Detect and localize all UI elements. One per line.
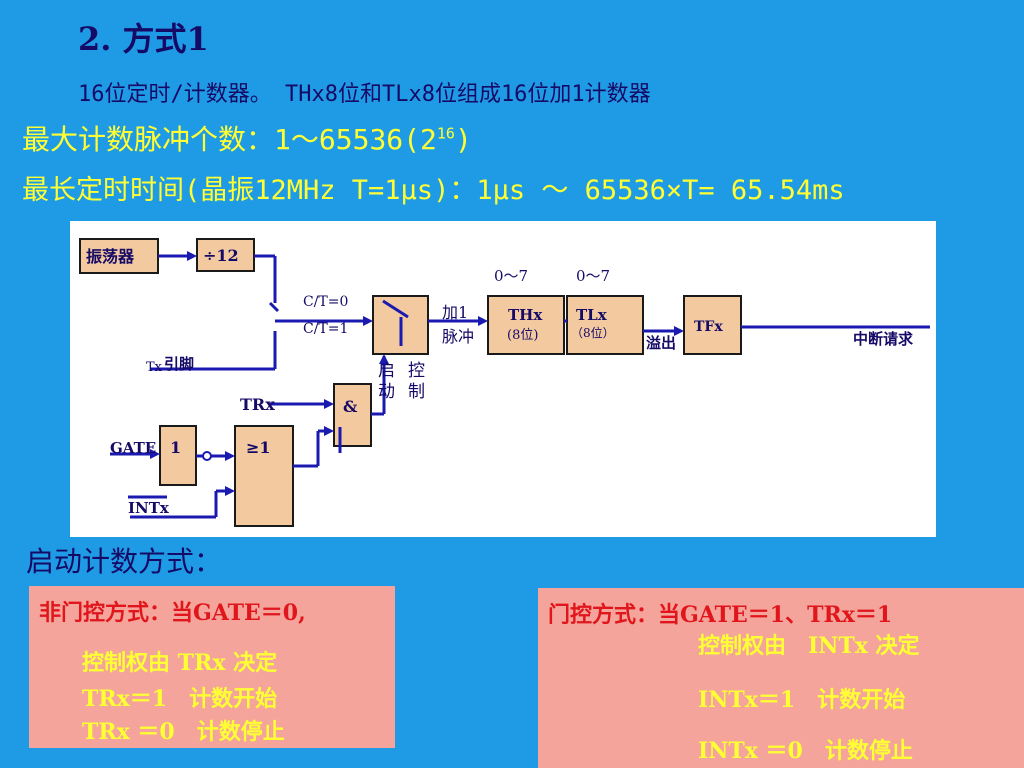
gate-line-stop: INTx ＝0 计数停止 <box>698 738 913 764</box>
start-control-arrow <box>379 354 389 364</box>
gate-mode-box: 门控方式：当GATE＝1、TRx＝1 控制权由 INTx 决定 INTx＝1 计… <box>538 588 1024 768</box>
not-gate-bubble <box>202 451 212 461</box>
max-count-exponent: 16 <box>436 124 455 143</box>
not-to-or-arrow <box>225 451 235 461</box>
non-gate-line-stop: TRx ＝0 计数停止 <box>82 719 285 745</box>
trx-label: TRx <box>240 395 275 414</box>
tx-pin-suffix: 引脚 <box>164 355 194 373</box>
gate-mode-title: 门控方式：当GATE＝1、TRx＝1 <box>548 602 893 628</box>
thx-register <box>487 295 565 355</box>
gate-line-control: 控制权由 INTx 决定 <box>698 633 920 659</box>
start-label-2: 动 <box>378 382 395 402</box>
non-gate-line-start: TRx＝1 计数开始 <box>82 686 278 712</box>
ct0-label: C/T=0 <box>303 294 348 310</box>
or-gate-symbol: ≥1 <box>246 438 271 457</box>
interrupt-request-label: 中断请求 <box>853 330 914 348</box>
switch-output-arrow <box>363 316 373 326</box>
divider-input-arrow <box>187 251 197 261</box>
max-count-value: 1～65536(2 <box>274 123 437 156</box>
max-count-label: 最大计数脉冲个数： <box>22 123 275 156</box>
switch-contact <box>268 301 280 313</box>
not-gate-symbol: 1 <box>170 438 181 457</box>
slide-title: 2. 方式1 <box>78 20 209 58</box>
or-gate <box>234 425 294 527</box>
divider-label: ÷12 <box>203 246 239 265</box>
tlx-bits-label: （8位） <box>571 325 615 340</box>
divider-block <box>196 238 255 272</box>
start-mode-heading: 启动计数方式： <box>26 545 223 578</box>
oscillator-label: 振荡器 <box>86 247 135 266</box>
tfx-flag-block <box>683 295 742 355</box>
ct1-label: C/T=1 <box>303 321 348 337</box>
gate-input-arrow <box>150 449 160 459</box>
thx-range-label: 0～7 <box>494 267 528 285</box>
non-gate-mode-box: 非门控方式：当GATE＝0, 控制权由 TRx 决定 TRx＝1 计数开始 TR… <box>29 586 395 748</box>
non-gate-line-control: 控制权由 TRx 决定 <box>82 650 278 676</box>
oscillator-block <box>79 238 159 274</box>
slide-subtitle: 16位定时/计数器。 THx8位和TLx8位组成16位加1计数器 <box>78 82 651 107</box>
overflow-label: 溢出 <box>646 334 676 352</box>
thx-label: THx <box>508 306 543 324</box>
gate-input-label: GATE <box>110 439 156 457</box>
count-pulse-arrow <box>478 316 488 326</box>
trx-arrow <box>324 399 334 409</box>
gate-line-start: INTx＝1 计数开始 <box>698 687 906 713</box>
intx-label: INTx <box>128 499 170 517</box>
or-to-and-arrow <box>324 426 334 436</box>
tlx-register <box>566 295 644 355</box>
control-label-2: 制 <box>408 382 425 402</box>
tx-pin-prefix: Tx <box>146 360 163 375</box>
and-gate-symbol: & <box>343 397 358 416</box>
switch-lever <box>382 299 409 319</box>
add1-label-1: 加1 <box>442 303 468 322</box>
start-label-1: 启 <box>378 361 395 381</box>
max-count-close: ) <box>454 123 472 156</box>
add1-label-2: 脉冲 <box>442 327 474 346</box>
max-time-line: 最长定时时间(晶振12MHz T=1μs)：1μs ～ 65536×T= 65.… <box>22 175 845 206</box>
non-gate-mode-title: 非门控方式：当GATE＝0, <box>39 600 306 626</box>
tfx-label: TFx <box>694 319 723 335</box>
control-label-1: 控 <box>408 361 425 381</box>
thx-bits-label: (8位) <box>507 328 538 343</box>
overflow-arrow <box>674 326 684 336</box>
tlx-range-label: 0～7 <box>576 267 610 285</box>
max-count-line: 最大计数脉冲个数：1～65536(216) <box>22 118 472 158</box>
intx-arrow <box>225 486 235 496</box>
tlx-label: TLx <box>576 306 608 324</box>
